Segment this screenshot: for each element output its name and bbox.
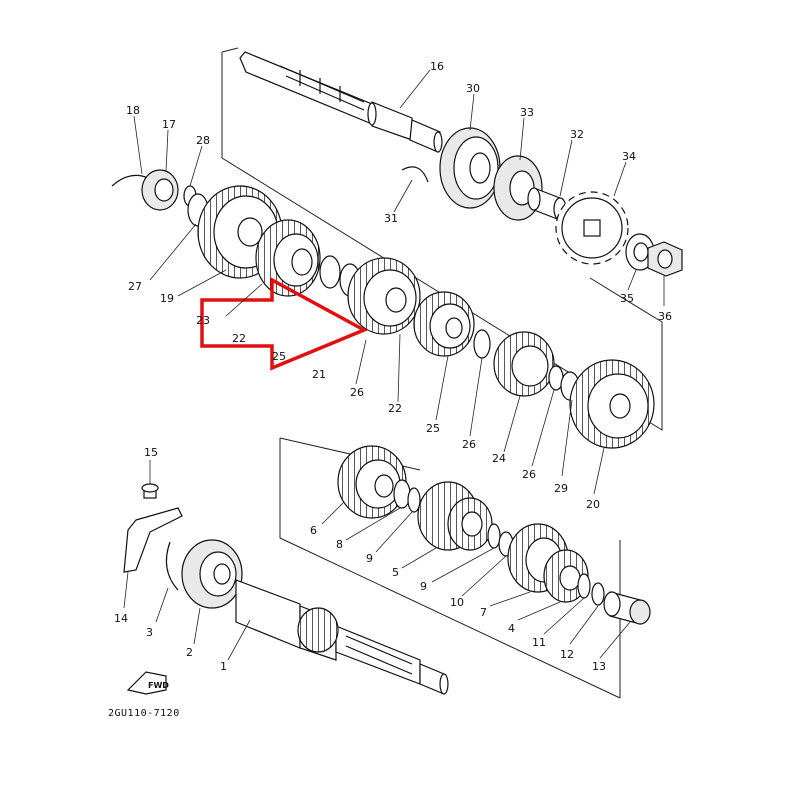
label-12: 12 bbox=[560, 648, 574, 661]
stopper-plate-14 bbox=[123, 507, 183, 573]
gear-25 bbox=[413, 291, 475, 357]
gear-22 bbox=[347, 257, 421, 335]
label-22: 22 bbox=[388, 402, 402, 415]
gear-20 bbox=[569, 359, 655, 449]
lower-part-labels: 15 14 3 2 1 6 8 9 5 9 10 7 4 11 12 13 bbox=[114, 446, 631, 673]
label-18: 18 bbox=[126, 104, 140, 117]
label-5: 5 bbox=[392, 566, 399, 579]
gear-24 bbox=[493, 331, 555, 397]
label-6: 6 bbox=[310, 524, 317, 537]
lock-washer-35 bbox=[625, 233, 655, 271]
label-25a: 25 bbox=[272, 350, 286, 363]
label-20: 20 bbox=[586, 498, 600, 511]
bearing-30 bbox=[439, 127, 501, 209]
label-1: 1 bbox=[220, 660, 227, 673]
label-17: 17 bbox=[162, 118, 176, 131]
label-4: 4 bbox=[508, 622, 515, 635]
label-29: 29 bbox=[554, 482, 568, 495]
label-11: 11 bbox=[532, 636, 546, 649]
circlip-8 bbox=[393, 479, 411, 509]
label-7: 7 bbox=[480, 606, 487, 619]
label-10: 10 bbox=[450, 596, 464, 609]
label-31: 31 bbox=[384, 212, 398, 225]
label-36: 36 bbox=[658, 310, 672, 323]
circlip-26b bbox=[473, 329, 491, 359]
label-16: 16 bbox=[430, 60, 444, 73]
washer-21 bbox=[319, 255, 341, 289]
needle-bearing-13 bbox=[603, 591, 651, 625]
gear-23 bbox=[255, 219, 321, 297]
label-33: 33 bbox=[520, 106, 534, 119]
label-15: 15 bbox=[144, 446, 158, 459]
gear-5 bbox=[417, 481, 493, 551]
washer-9b bbox=[487, 523, 501, 549]
highlight-arrow bbox=[200, 277, 369, 371]
label-19: 19 bbox=[160, 292, 174, 305]
label-8: 8 bbox=[336, 538, 343, 551]
nut-36 bbox=[647, 241, 683, 277]
label-9a: 9 bbox=[366, 552, 373, 565]
circlip-31 bbox=[401, 166, 429, 183]
label-25: 25 bbox=[426, 422, 440, 435]
label-28: 28 bbox=[196, 134, 210, 147]
label-26c: 26 bbox=[522, 468, 536, 481]
label-26a: 26 bbox=[350, 386, 364, 399]
bearing-17 bbox=[141, 169, 179, 211]
washer-11 bbox=[577, 573, 591, 599]
fwd-indicator-icon: FWD bbox=[126, 671, 169, 695]
drive-axle-shaft bbox=[239, 51, 443, 153]
label-24: 24 bbox=[492, 452, 506, 465]
upper-part-labels: 16 30 33 32 34 18 17 28 31 27 19 23 22 2… bbox=[126, 60, 672, 511]
label-14: 14 bbox=[114, 612, 128, 625]
label-22a: 22 bbox=[232, 332, 246, 345]
label-2: 2 bbox=[186, 646, 193, 659]
label-9b: 9 bbox=[420, 580, 427, 593]
fwd-label: FWD bbox=[148, 681, 169, 690]
label-27: 27 bbox=[128, 280, 142, 293]
label-35: 35 bbox=[620, 292, 634, 305]
circlip-18 bbox=[111, 174, 149, 187]
washer-12 bbox=[591, 582, 605, 606]
drive-sprocket-34 bbox=[555, 191, 629, 265]
label-21: 21 bbox=[312, 368, 326, 381]
gear-4 bbox=[543, 549, 589, 603]
label-26b: 26 bbox=[462, 438, 476, 451]
upper-assembly-frame bbox=[221, 47, 663, 431]
drawing-code: 2GU110-7120 bbox=[108, 708, 180, 719]
bearing-2 bbox=[181, 539, 243, 609]
label-32: 32 bbox=[570, 128, 584, 141]
label-3: 3 bbox=[146, 626, 153, 639]
label-34: 34 bbox=[622, 150, 636, 163]
main-axle-shaft bbox=[235, 579, 449, 695]
gear-6 bbox=[337, 445, 407, 519]
label-23: 23 bbox=[196, 314, 210, 327]
label-13: 13 bbox=[592, 660, 606, 673]
label-30: 30 bbox=[466, 82, 480, 95]
washer-9a bbox=[407, 487, 421, 513]
circlip-3 bbox=[165, 541, 179, 591]
bolt-15 bbox=[141, 483, 159, 499]
